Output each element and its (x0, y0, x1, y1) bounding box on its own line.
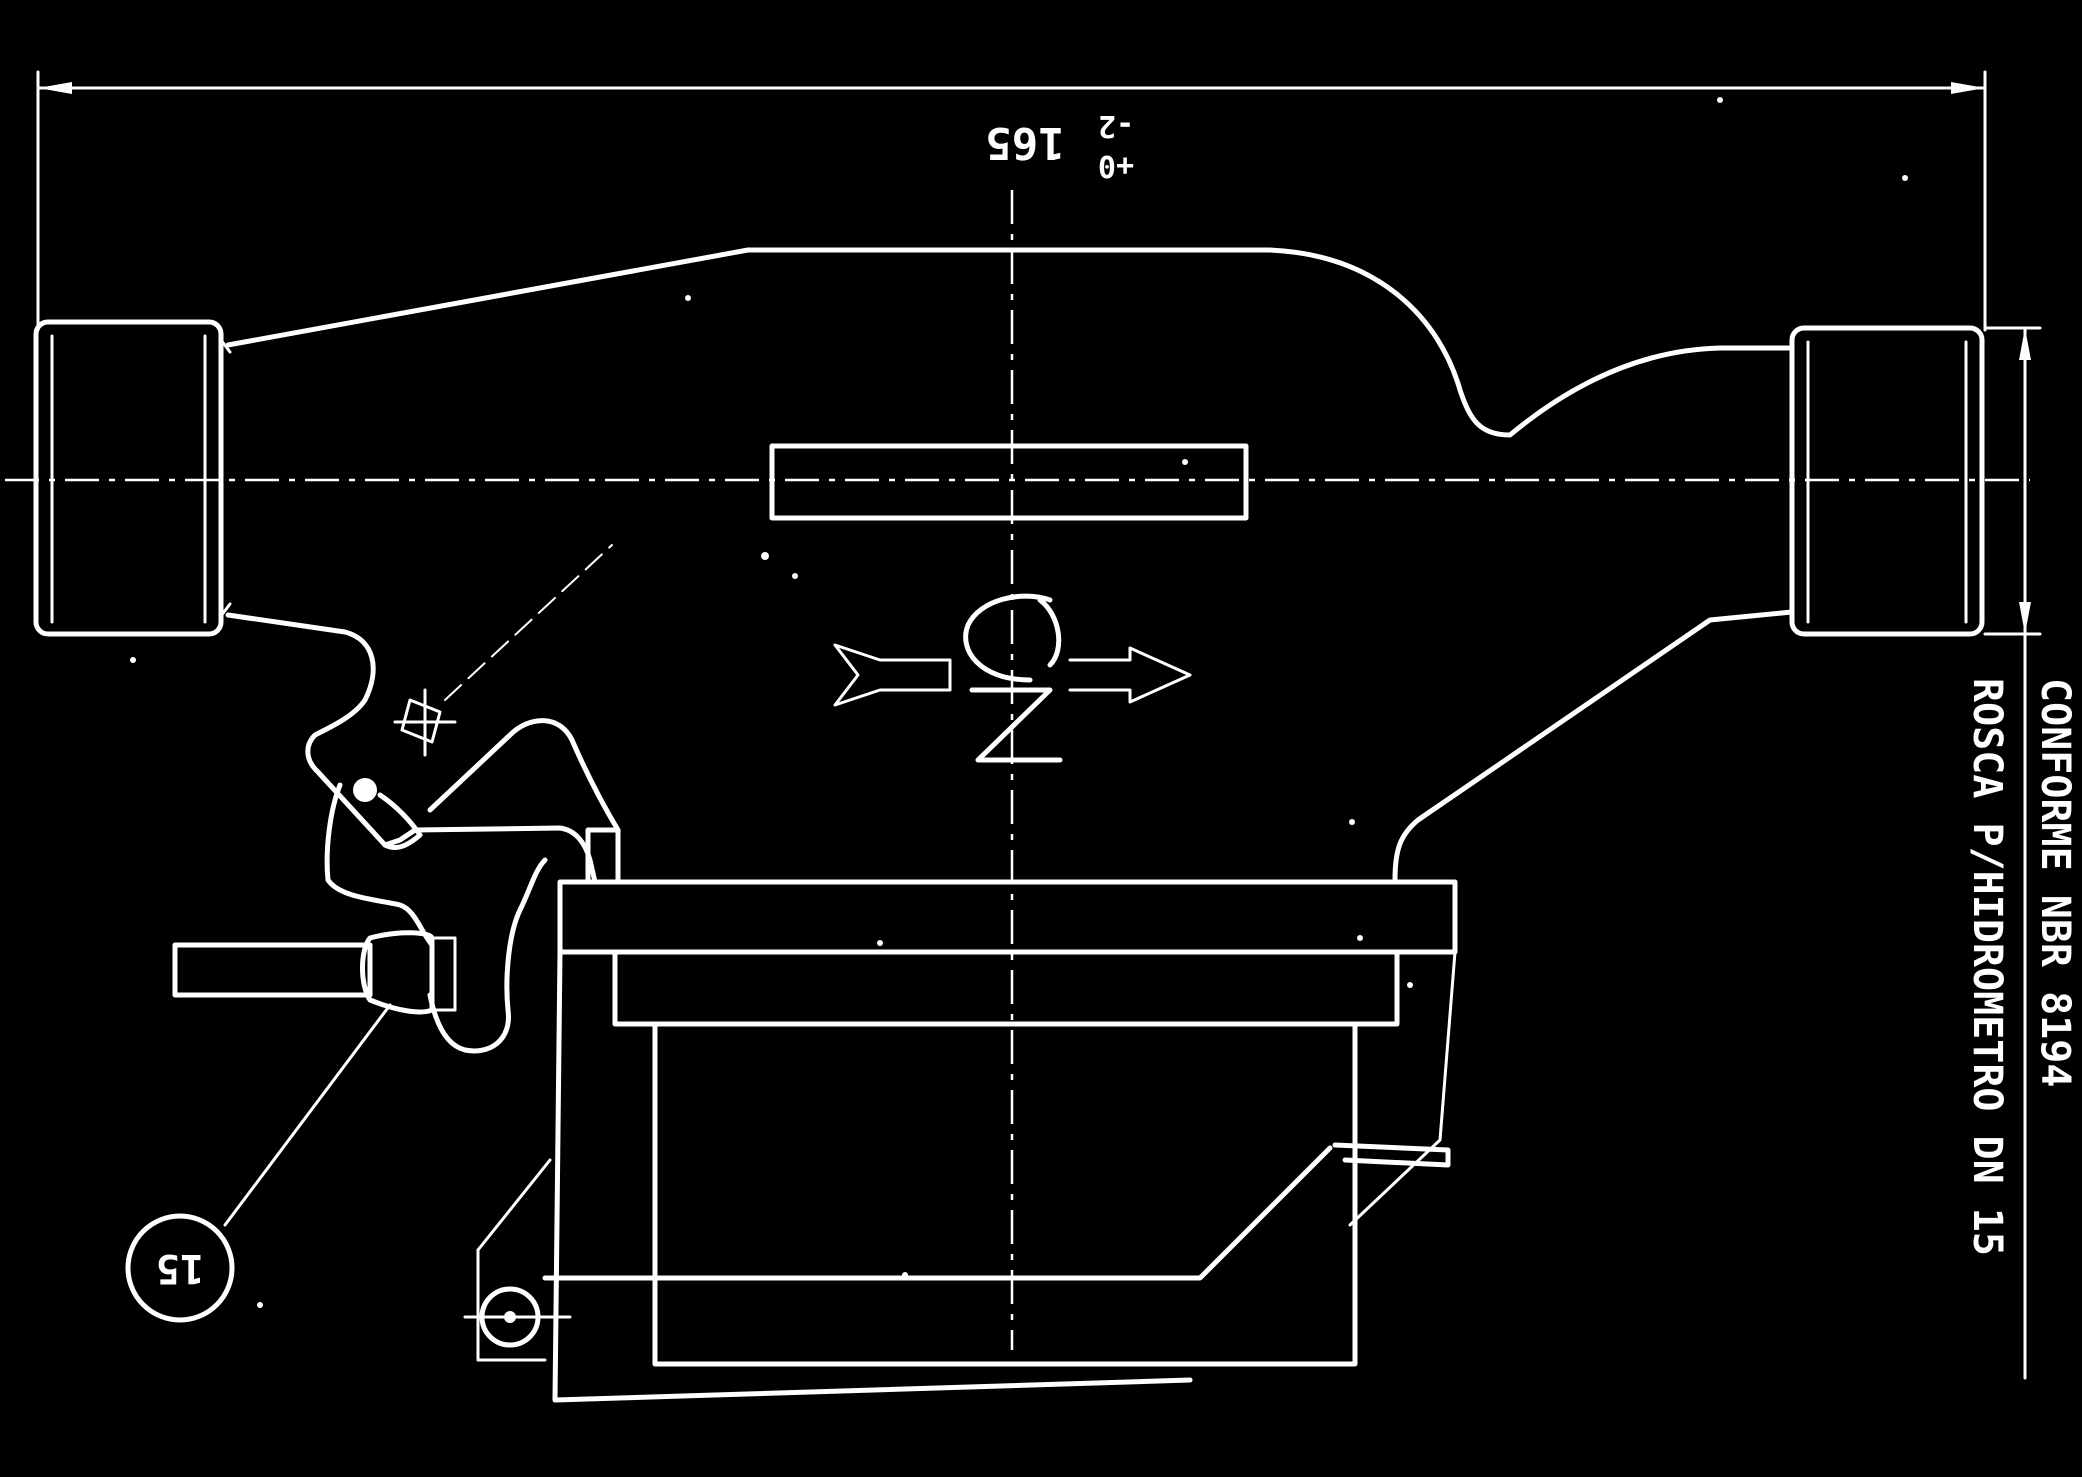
left-threaded-end (33, 319, 232, 637)
dimension-tolerance-lower: -2 (1098, 108, 1134, 143)
body-upper-contour (225, 247, 1795, 438)
seal-rivet-icon (353, 778, 377, 802)
specification-note: CONFORME NBR 8194 ROSCA P/HIDROMETRO DN … (1964, 678, 2078, 1256)
seal-cross-icon (393, 688, 457, 757)
dimension-nominal: 165 (985, 117, 1064, 168)
housing-body (652, 1021, 1358, 1367)
housing-collar (612, 949, 1400, 1027)
body-lower-right-contour (1392, 609, 1795, 883)
dimension-tolerance-upper: +0 (1098, 148, 1134, 183)
balloon-label: 15 (156, 1245, 204, 1291)
screw-shank (172, 942, 373, 998)
dimension-arrow-left (38, 82, 72, 94)
flow-slot (769, 443, 1249, 521)
seal-bracket (305, 697, 423, 850)
item-balloon: 15 (125, 1003, 392, 1323)
screw-head (360, 930, 435, 1015)
note-line2: ROSCA P/HIDROMETRO DN 15 (1964, 678, 2010, 1256)
housing-top-flange (557, 879, 1458, 955)
right-end-outer (1789, 325, 1985, 637)
housing-lid-edge (542, 1145, 1333, 1281)
note-line1: CONFORME NBR 8194 (2032, 678, 2078, 1087)
housing-lid-outline (552, 949, 1193, 1403)
left-end-outer (33, 319, 224, 637)
housing-lid-tab (1332, 1142, 1451, 1168)
right-threaded-end (1789, 325, 1985, 637)
flow-arrow-icon (833, 593, 1192, 763)
overall-dimension: 165 +0 -2 (36, 70, 1987, 332)
adjustment-screw (172, 930, 457, 1015)
balloon-leader (223, 1003, 392, 1227)
scan-speckles (130, 97, 1908, 1308)
seal-mechanism (305, 544, 621, 1054)
thread-dimension (1983, 326, 2042, 1380)
register-housing (463, 879, 1458, 1403)
dimension-arrow-right (1951, 82, 1985, 94)
balloon-circle (125, 1213, 235, 1323)
body-lower-left-contour (225, 612, 376, 703)
